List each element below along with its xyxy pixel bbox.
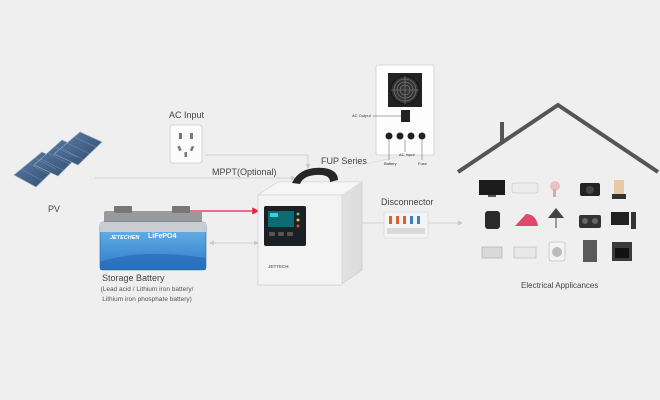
pv-label: PV (48, 204, 61, 214)
battery-types-line-1: (Lead acid / Lithium iron battery/ (100, 286, 194, 293)
tv-icon (479, 180, 505, 197)
rear-ac-output-label: AC Output (352, 113, 371, 118)
blender-icon (612, 180, 626, 199)
rear-battery-label: Battery (384, 161, 397, 166)
printer-icon (481, 246, 503, 259)
ac-input-label: AC Input (169, 110, 205, 120)
kettle-icon (485, 211, 500, 229)
lamp-icon (548, 208, 564, 228)
washing-machine-icon (548, 241, 566, 262)
heater-icon (513, 246, 537, 259)
line-rearpanel-to-inverter (347, 154, 406, 169)
disconnector-icon (383, 211, 429, 239)
appliance-grid (479, 180, 636, 262)
iron-icon (515, 214, 538, 226)
hair-dryer-icon (550, 181, 560, 197)
fup-inverter-icon (256, 167, 364, 286)
storage-battery-label: Storage Battery (102, 273, 165, 283)
ac-outlet-icon (169, 124, 203, 164)
rear-fuse-label: Fuse (418, 161, 427, 166)
battery-chem-text: LiFePO4 (148, 233, 177, 240)
oven-icon (612, 242, 632, 261)
fup-series-label: FUP Series (321, 156, 367, 166)
rear-ac-input-label: AC Input (399, 152, 415, 157)
line-acinput-to-inverter (205, 154, 311, 169)
house-outline (456, 102, 660, 174)
inverter-rear-panel (373, 64, 435, 160)
battery-brand-text: JETECHEN (110, 235, 140, 241)
refrigerator-icon (583, 240, 597, 262)
battery-types-line-2: Lithium iron phosphate battery) (102, 296, 192, 303)
disconnector-label: Disconnector (381, 197, 434, 207)
camera-icon (580, 183, 600, 196)
solar-panels-icon (13, 131, 103, 188)
electrical-appliances-label: Electrical Applicances (521, 281, 599, 290)
storage-battery-icon (99, 206, 207, 271)
air-conditioner-icon (511, 182, 539, 194)
mppt-label: MPPT(Optional) (212, 167, 277, 177)
inverter-brand-text: JETTECH (268, 264, 289, 269)
desktop-pc-icon (611, 212, 636, 229)
radio-icon (579, 215, 601, 228)
